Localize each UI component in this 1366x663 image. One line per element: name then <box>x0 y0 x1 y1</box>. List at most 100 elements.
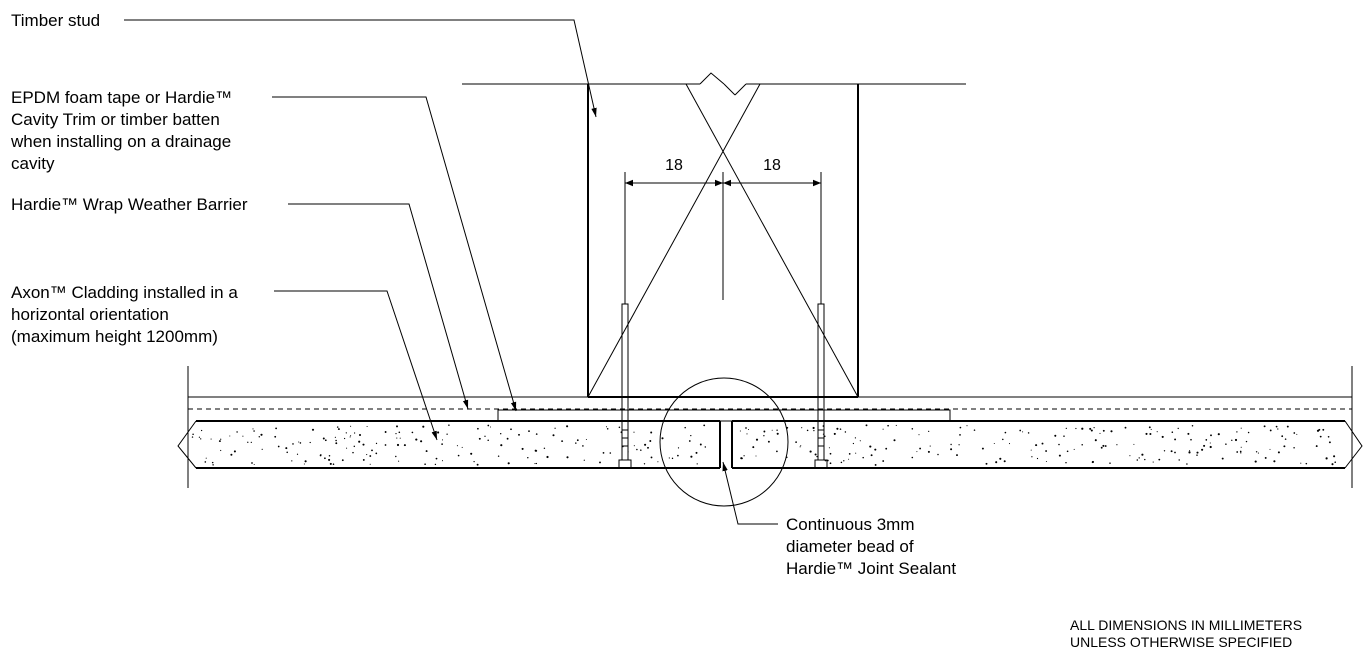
cladding-speckle <box>396 425 398 428</box>
cladding-speckle <box>848 458 850 460</box>
cladding-speckle <box>801 427 803 429</box>
cladding-speckle <box>1030 449 1032 451</box>
cladding-speckle <box>1099 432 1101 434</box>
cladding-speckle <box>1003 460 1006 463</box>
cladding-speckle <box>1144 458 1146 461</box>
cladding-speckle <box>1240 452 1242 454</box>
cladding-speckle <box>776 432 779 435</box>
cladding-speckle <box>1305 462 1308 465</box>
cladding-speckle <box>816 455 818 458</box>
cladding-speckle <box>1092 460 1094 463</box>
cladding-speckle <box>296 453 299 455</box>
cladding-speckle <box>510 428 512 431</box>
cladding-speckle <box>1234 438 1238 442</box>
cladding-speckle <box>602 452 605 454</box>
cladding-speckle <box>874 448 877 451</box>
cladding-speckle <box>1075 427 1077 430</box>
cladding-speckle <box>1058 443 1060 446</box>
cladding-speckle <box>1322 428 1325 431</box>
cladding-speckle <box>1196 451 1199 454</box>
cladding-speckle <box>1247 431 1250 434</box>
cladding-speckle <box>1008 443 1011 445</box>
cladding-speckle <box>220 438 222 440</box>
cladding-speckle <box>874 463 877 466</box>
cladding-speckle <box>828 447 830 449</box>
fixing-right <box>814 303 828 469</box>
cladding-speckle <box>840 461 843 464</box>
cladding-speckle <box>575 442 577 444</box>
cladding-speckle <box>704 446 707 448</box>
cladding-speckle <box>535 462 538 465</box>
cladding-speckle <box>535 433 538 435</box>
cladding-speckle <box>814 453 817 456</box>
cladding-speckle <box>446 433 448 435</box>
cladding-speckle <box>473 460 475 463</box>
label-epdm: EPDM foam tape or Hardie™ Cavity Trim or… <box>10 88 237 173</box>
cladding-speckle <box>981 447 984 450</box>
cladding-speckle <box>690 434 692 437</box>
cladding-speckle <box>776 429 778 431</box>
cladding-speckle <box>1277 428 1279 430</box>
cladding-speckle <box>1283 445 1286 448</box>
cladding-speckle <box>747 428 750 431</box>
cladding-speckle <box>309 441 311 444</box>
cladding-speckle <box>1041 442 1044 445</box>
cladding-speckle <box>911 428 914 430</box>
cladding-speckle <box>1094 439 1097 442</box>
cladding-speckle <box>869 445 872 448</box>
cladding-speckle <box>1190 438 1192 441</box>
cladding-speckle <box>911 456 914 459</box>
cladding-speckle <box>1196 454 1198 456</box>
cladding-speckle <box>260 433 263 436</box>
cladding-speckle <box>425 450 428 453</box>
cladding-speckle <box>1210 434 1212 437</box>
cladding-speckle <box>671 457 674 460</box>
cladding-speckle <box>220 449 222 452</box>
cladding-speckle <box>1293 432 1296 434</box>
cladding-speckle <box>1245 440 1248 443</box>
cladding-speckle <box>1191 424 1194 427</box>
cladding-speckle <box>398 460 400 462</box>
cladding-speckle <box>643 463 646 465</box>
cladding-speckle <box>771 429 773 431</box>
cladding-speckle <box>893 439 896 442</box>
cladding-speckle <box>1334 461 1336 463</box>
cladding-speckle <box>395 455 397 458</box>
cladding-speckle <box>277 445 280 448</box>
cladding-speckle <box>927 450 930 453</box>
cladding-speckle <box>521 447 524 450</box>
cladding-speckle <box>336 426 339 428</box>
cladding-speckle <box>1002 438 1004 441</box>
cladding-speckle <box>636 448 638 451</box>
cladding-speckle <box>1327 435 1330 438</box>
cladding-speckle <box>966 425 968 427</box>
cladding-speckle <box>441 439 444 441</box>
cladding-speckle <box>1255 451 1258 453</box>
cladding-speckle <box>1263 425 1266 428</box>
cladding-speckle <box>527 456 529 459</box>
cladding-speckle <box>566 425 569 428</box>
cladding-speckle <box>441 460 444 462</box>
cladding-speckle <box>395 432 397 435</box>
cladding-speckle <box>1145 432 1148 435</box>
cladding-speckle <box>1090 429 1093 432</box>
cladding-speckle <box>1264 456 1267 459</box>
epdm-foam-tape <box>497 409 951 422</box>
cladding-speckle <box>334 436 336 438</box>
label-joint-sealant: Continuous 3mm diameter bead of Hardie™ … <box>786 515 956 578</box>
cladding-speckle <box>1269 448 1271 450</box>
cladding-speckle <box>882 428 884 430</box>
detail-circle <box>659 377 789 507</box>
cladding-speckle <box>1022 431 1024 433</box>
cladding-speckle <box>677 447 680 449</box>
cladding-speckle <box>375 442 378 445</box>
cladding-speckle <box>1201 448 1204 451</box>
cladding-speckle <box>352 451 354 454</box>
cladding-speckle <box>345 432 347 434</box>
cladding-speckle <box>795 441 797 443</box>
cladding-speckle <box>341 459 344 462</box>
cladding-speckle <box>916 451 918 453</box>
cladding-speckle <box>852 442 855 445</box>
cladding-speckle <box>369 455 372 457</box>
